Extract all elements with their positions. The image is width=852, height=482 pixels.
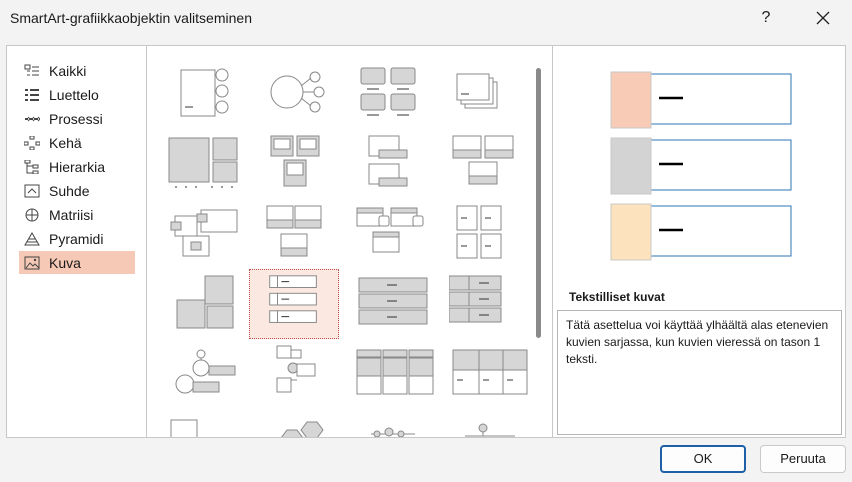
category-kuva[interactable]: Kuva bbox=[19, 251, 135, 274]
category-label: Hierarkia bbox=[49, 158, 106, 175]
window-title: SmartArt-grafiikkaobjektin valitseminen bbox=[10, 10, 252, 26]
layout-description: Tätä asettelua voi käyttää ylhäältä alas… bbox=[557, 310, 842, 435]
layout-thumbnail[interactable] bbox=[161, 202, 249, 270]
help-button[interactable]: ? bbox=[761, 9, 771, 26]
matrix-icon bbox=[23, 207, 41, 223]
layout-thumbnail[interactable] bbox=[353, 342, 441, 410]
layout-thumbnail[interactable] bbox=[161, 412, 249, 437]
layout-thumbnail[interactable] bbox=[257, 62, 345, 130]
category-keha[interactable]: Kehä bbox=[19, 131, 135, 154]
title-bar: SmartArt-grafiikkaobjektin valitseminen … bbox=[0, 0, 852, 36]
layout-thumbnail[interactable] bbox=[161, 132, 249, 200]
category-list: Kaikki Luettelo Prosessi Kehä Hierarkia … bbox=[6, 45, 147, 438]
layout-thumbnail[interactable] bbox=[449, 412, 537, 437]
category-suhde[interactable]: Suhde bbox=[19, 179, 135, 202]
picture-icon bbox=[23, 255, 41, 271]
layout-thumbnail[interactable] bbox=[257, 202, 345, 270]
category-label: Matriisi bbox=[49, 206, 94, 223]
layout-thumbnail[interactable] bbox=[353, 62, 441, 130]
category-kaikki[interactable]: Kaikki bbox=[19, 59, 135, 82]
close-icon bbox=[816, 11, 830, 25]
layout-thumbnail[interactable] bbox=[448, 272, 537, 340]
layout-gallery bbox=[146, 45, 553, 438]
layout-thumbnail[interactable] bbox=[449, 342, 537, 410]
hierarchy-icon bbox=[23, 159, 41, 175]
category-matriisi[interactable]: Matriisi bbox=[19, 203, 135, 226]
layout-thumbnail-selected[interactable] bbox=[249, 269, 339, 339]
layout-thumbnail[interactable] bbox=[353, 272, 441, 340]
relationship-icon bbox=[23, 183, 41, 199]
layout-thumbnail[interactable] bbox=[161, 272, 249, 340]
layout-thumbnail[interactable] bbox=[257, 412, 345, 437]
ok-button[interactable]: OK bbox=[660, 445, 746, 473]
layout-thumbnail[interactable] bbox=[257, 342, 345, 410]
category-label: Prosessi bbox=[49, 110, 103, 127]
layout-description-text: Tätä asettelua voi käyttää ylhäältä alas… bbox=[566, 318, 829, 366]
category-hierarkia[interactable]: Hierarkia bbox=[19, 155, 135, 178]
layout-thumbnail[interactable] bbox=[449, 132, 537, 200]
layout-thumbnail[interactable] bbox=[449, 202, 537, 270]
category-label: Kuva bbox=[49, 254, 81, 271]
layout-thumbnail[interactable] bbox=[161, 62, 249, 130]
category-label: Kaikki bbox=[49, 62, 87, 79]
category-label: Pyramidi bbox=[49, 230, 104, 247]
category-label: Kehä bbox=[49, 134, 82, 151]
category-label: Suhde bbox=[49, 182, 90, 199]
layout-thumbnail[interactable] bbox=[353, 412, 441, 437]
pyramid-icon bbox=[23, 231, 41, 247]
layout-thumbnail[interactable] bbox=[161, 342, 249, 410]
preview-panel: Tekstilliset kuvat Tätä asettelua voi kä… bbox=[552, 45, 846, 438]
layout-thumbnail[interactable] bbox=[449, 62, 537, 130]
layout-title: Tekstilliset kuvat bbox=[569, 290, 665, 304]
category-label: Luettelo bbox=[49, 86, 99, 103]
category-luettelo[interactable]: Luettelo bbox=[19, 83, 135, 106]
category-prosessi[interactable]: Prosessi bbox=[19, 107, 135, 130]
category-pyramidi[interactable]: Pyramidi bbox=[19, 227, 135, 250]
all-icon bbox=[23, 63, 41, 79]
close-button[interactable] bbox=[808, 6, 838, 30]
list-icon bbox=[23, 87, 41, 103]
cancel-button[interactable]: Peruuta bbox=[760, 445, 846, 473]
layout-thumbnail[interactable] bbox=[353, 202, 441, 270]
cycle-icon bbox=[23, 135, 41, 151]
gallery-scrollbar[interactable] bbox=[536, 68, 541, 338]
layout-preview bbox=[603, 64, 799, 274]
process-icon bbox=[23, 111, 41, 127]
layout-thumbnail[interactable] bbox=[257, 132, 345, 200]
layout-thumbnail[interactable] bbox=[353, 132, 441, 200]
